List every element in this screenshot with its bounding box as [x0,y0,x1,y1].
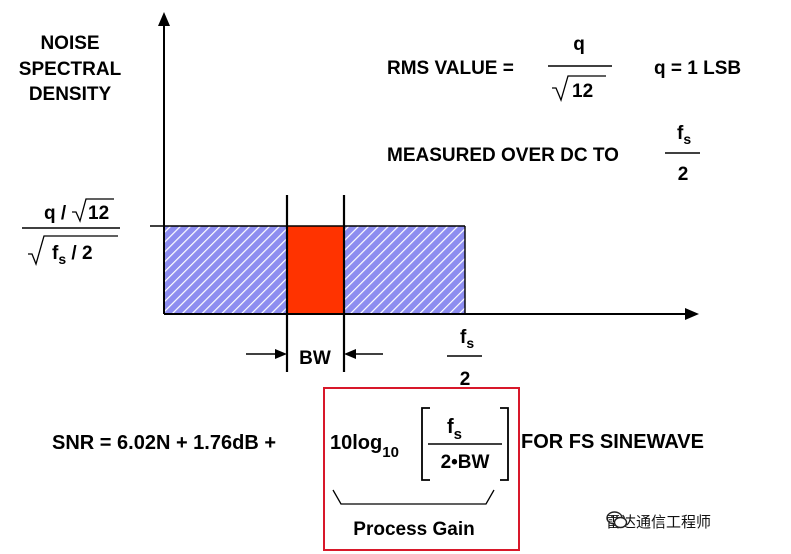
svg-text:12: 12 [88,203,109,224]
x-axis-arrowhead [685,308,699,320]
noise-level-formula: q / 12 fs / 2 [22,198,120,267]
process-gain-label: Process Gain [353,519,474,540]
svg-text:fs: fs [460,327,474,351]
bw-dimension: BW [246,348,383,369]
bw-left-arrowhead [275,349,287,359]
svg-text:q = 1 LSB: q = 1 LSB [654,58,741,79]
sqrt-sign [28,235,118,267]
svg-text:2•BW: 2•BW [441,452,490,473]
process-gain-brace [332,489,495,505]
svg-text:fs / 2: fs / 2 [52,243,93,267]
svg-text:MEASURED OVER DC TO: MEASURED OVER DC TO [387,145,619,166]
fs-over-2-tick-label: fs 2 [447,327,482,390]
svg-text:NOISE: NOISE [40,33,99,54]
snr-equation: SNR = 6.02N + 1.76dB + 10log10 fs 2•BW F… [52,407,704,481]
watermark-text: 雷达通信工程师 [606,512,712,531]
svg-text:10log10: 10log10 [330,432,399,461]
y-axis-label: NOISE SPECTRAL DENSITY [19,33,122,105]
wechat-icon [606,511,628,529]
svg-text:2: 2 [460,369,471,390]
sqrt-sign [552,75,606,102]
svg-text:2: 2 [678,164,689,185]
rms-formula: RMS VALUE = q 12 q = 1 LSB [387,34,741,102]
svg-text:fs: fs [447,416,462,443]
svg-text:q /: q / [44,203,67,224]
y-axis-arrowhead [158,12,170,26]
axes [158,12,699,320]
svg-text:SPECTRAL: SPECTRAL [19,59,122,80]
measured-range: MEASURED OVER DC TO fs 2 [387,123,700,185]
right-bracket [500,407,509,481]
left-bracket [421,407,430,481]
svg-text:q: q [573,34,585,55]
svg-text:RMS VALUE =: RMS VALUE = [387,58,514,79]
svg-text:DENSITY: DENSITY [29,84,112,105]
sqrt-sign [72,198,114,223]
svg-text:SNR = 6.02N + 1.76dB +: SNR = 6.02N + 1.76dB + [52,432,276,454]
bw-right-arrowhead [344,349,356,359]
bw-label: BW [299,348,331,369]
bw-band [287,226,344,313]
svg-text:fs: fs [677,123,691,147]
process-gain-highlight-box [323,387,520,551]
svg-text:FOR FS SINEWAVE: FOR FS SINEWAVE [521,431,704,453]
svg-text:12: 12 [572,81,593,102]
watermark: 雷达通信工程师 [606,510,711,532]
